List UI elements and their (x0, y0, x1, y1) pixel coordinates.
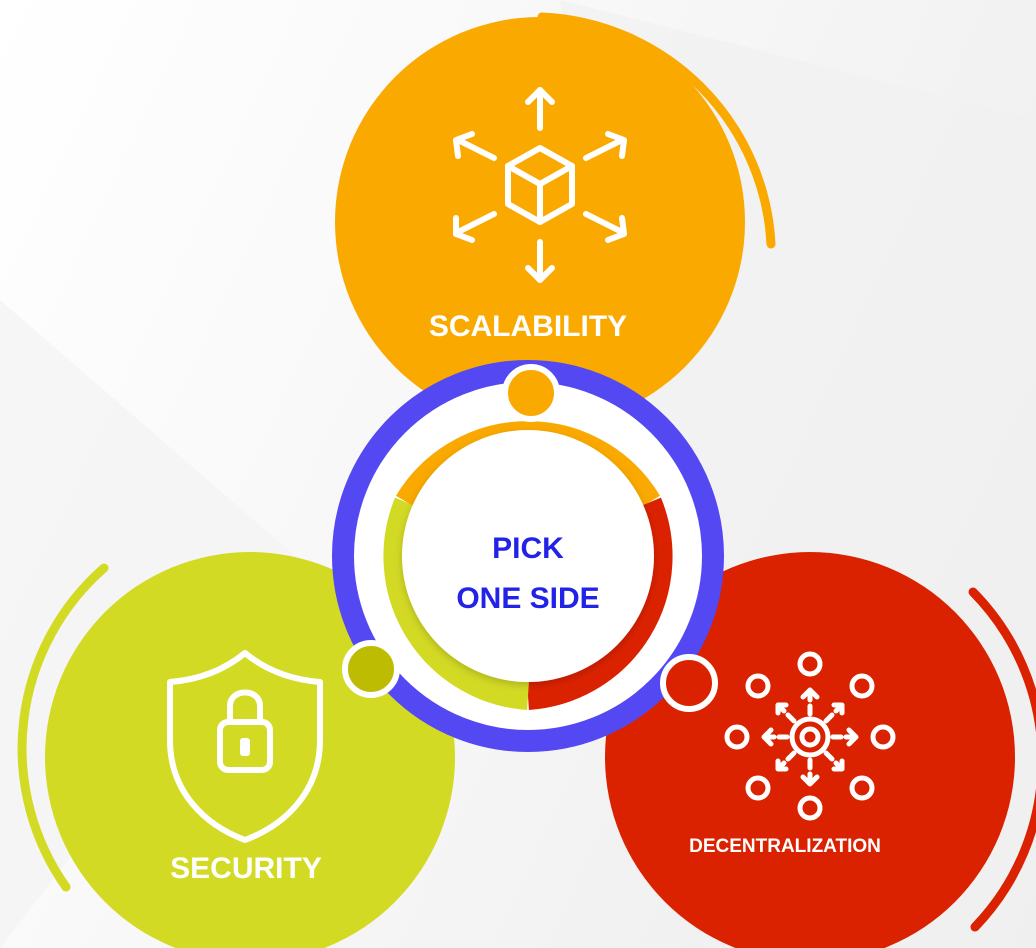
decentralization-outer-arc (968, 587, 1036, 932)
scalability-connector-dot[interactable] (502, 364, 560, 422)
security-connector-dot[interactable] (342, 640, 400, 698)
center-disk (402, 430, 654, 682)
security-outer-arc (17, 563, 109, 892)
scalability-label: SCALABILITY (429, 310, 627, 343)
decentralization-label: DECENTRALIZATION (689, 836, 881, 857)
center-title-line1: PICK (492, 532, 564, 565)
decentralization-circle[interactable] (605, 552, 1015, 948)
decentralization-connector-dot[interactable] (660, 654, 718, 712)
security-label: SECURITY (170, 852, 322, 885)
expanding-cube-icon (453, 87, 627, 283)
shield-lock-icon (167, 650, 323, 843)
inner-ring-red (526, 497, 673, 710)
inner-ring-green (383, 497, 530, 710)
center-title-line2: ONE SIDE (456, 582, 599, 615)
decentralized-network-icon (724, 651, 896, 821)
